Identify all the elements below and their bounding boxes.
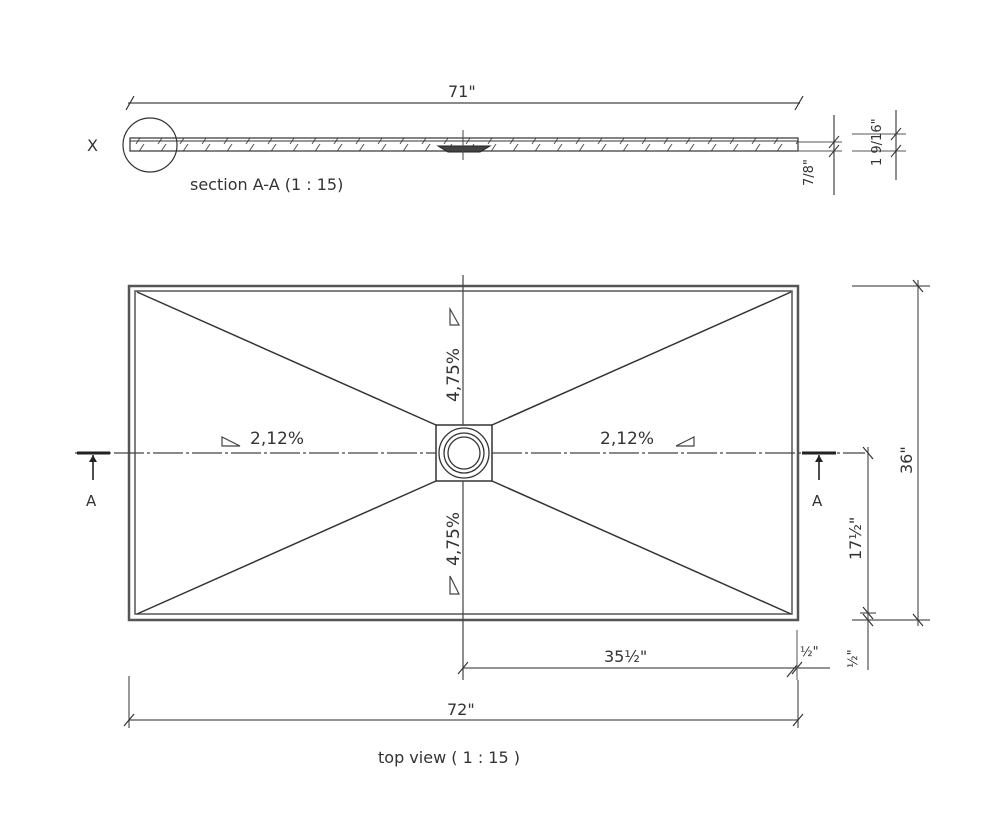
drain-icon bbox=[438, 427, 490, 479]
section-marker-right-label: A bbox=[812, 492, 823, 510]
slope-triangle-icon bbox=[449, 306, 461, 326]
top-view bbox=[75, 275, 930, 728]
slope-triangle-icon bbox=[449, 575, 460, 595]
top-view-title: top view ( 1 : 15 ) bbox=[378, 748, 520, 767]
thickness-inner-label: 7/8" bbox=[802, 159, 817, 186]
slope-triangle-icon bbox=[221, 436, 241, 447]
half-width-dim-label: 35½" bbox=[604, 647, 648, 666]
section-marker-right bbox=[802, 451, 836, 480]
rim-dim-v-label: ½" bbox=[846, 649, 861, 668]
slope-left-label: 2,12% bbox=[250, 429, 305, 449]
detail-circle bbox=[122, 117, 178, 173]
section-marker-left bbox=[77, 451, 110, 480]
slope-triangle-icon bbox=[675, 436, 695, 447]
rim-dim-h-label: ½" bbox=[800, 645, 819, 660]
half-height-dim-label: 17½" bbox=[846, 516, 865, 560]
section-marker-left-label: A bbox=[86, 492, 97, 510]
section-length-label: 71" bbox=[448, 82, 476, 101]
detail-marker-label: X bbox=[87, 136, 98, 155]
thickness-outer-label: 1 9/16" bbox=[870, 118, 885, 166]
drain-box bbox=[435, 424, 493, 482]
slope-bottom-label: 4,75% bbox=[444, 511, 464, 566]
section-title: section A-A (1 : 15) bbox=[190, 175, 344, 194]
slope-top-label: 4,75% bbox=[444, 347, 464, 402]
slope-right-label: 2,12% bbox=[600, 429, 655, 449]
drain-section-icon bbox=[436, 145, 492, 153]
width-dim-label: 72" bbox=[447, 700, 475, 719]
height-dim-label: 36" bbox=[897, 446, 916, 474]
section-view bbox=[122, 95, 906, 195]
